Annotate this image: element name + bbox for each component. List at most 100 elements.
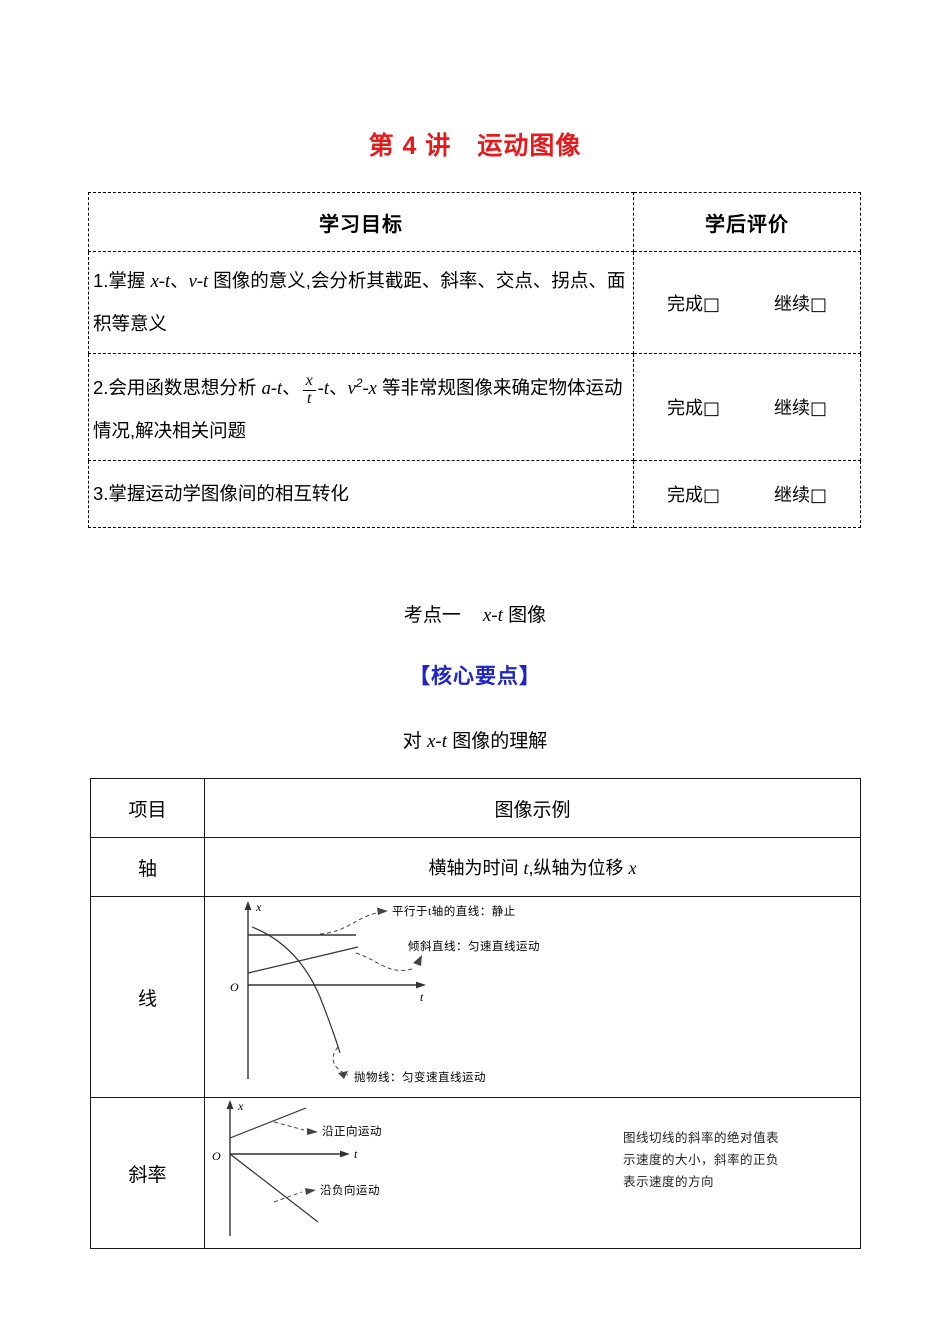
- evaluation-cell-2: 完成□ 继续□: [633, 352, 861, 462]
- x-axis-arrow-icon: [244, 901, 251, 910]
- understand-heading: 对 x-t 图像的理解: [0, 726, 950, 753]
- xt-line-diagram: x t O 平行于t轴的直线：静止: [230, 900, 540, 1084]
- callout-arrow-1-icon: [376, 907, 388, 915]
- goal-2-post: 等非常规图像来确定物体运动情况,解决相关问题: [93, 377, 623, 442]
- core-points-heading: 【核心要点】: [409, 665, 541, 688]
- callout-line-1: [319, 912, 376, 935]
- checkbox-icon: □: [809, 398, 827, 420]
- kaodian-label: 考点一: [403, 605, 461, 626]
- callout-arrow-2-icon: [412, 955, 422, 966]
- annotation-static: 平行于t轴的直线：静止: [392, 904, 516, 918]
- callout-arrow-negative-icon: [304, 1188, 316, 1195]
- goal-1-sep: 、: [170, 270, 189, 291]
- callout-line-3: [332, 1046, 348, 1076]
- checkbox-icon: □: [702, 485, 720, 507]
- checkbox-icon: □: [702, 293, 720, 315]
- row-label-line: 线: [90, 896, 205, 1098]
- understand-pre: 对: [402, 731, 427, 752]
- goal-2-symbol-minus-t: -t: [317, 379, 330, 400]
- t-axis-arrow-icon: [339, 1150, 350, 1158]
- goal-2-exponent: 2: [355, 376, 363, 390]
- continue-label-2: 继续: [773, 398, 810, 419]
- goal-2-symbol-v: v: [347, 379, 356, 400]
- x-axis-label: x: [255, 900, 262, 914]
- continue-checkbox-2[interactable]: 继续□: [774, 394, 827, 420]
- callout-arrow-3-icon: [337, 1071, 348, 1079]
- continue-checkbox-1[interactable]: 继续□: [774, 290, 827, 316]
- annotation-negative-direction: 沿负向运动: [320, 1183, 380, 1197]
- slope-diagram-cell: x t O 沿正向运动: [204, 1097, 861, 1249]
- fraction-denominator: t: [302, 389, 316, 408]
- goal-2-sep2: 、: [329, 377, 348, 399]
- continue-label-3: 继续: [773, 485, 810, 506]
- table-row-axis: 轴 横轴为时间 t,纵轴为位移 x: [90, 837, 861, 897]
- table-header-row: 项目 图像示例: [90, 778, 861, 838]
- page-title: 第 4 讲运动图像: [0, 126, 950, 162]
- fraction-numerator: x: [305, 372, 313, 390]
- done-checkbox-3[interactable]: 完成□: [667, 481, 720, 507]
- done-checkbox-1[interactable]: 完成□: [667, 290, 720, 316]
- uniform-velocity-line: [247, 946, 358, 974]
- callout-arrow-positive-icon: [306, 1128, 318, 1135]
- line-diagram-cell: x t O 平行于t轴的直线：静止: [204, 896, 861, 1098]
- goal-2-pre: 2.会用函数思想分析: [93, 377, 262, 399]
- evaluation-cell-3: 完成□ 继续□: [633, 460, 861, 529]
- header-goals: 学习目标: [88, 192, 634, 252]
- origin-label: O: [230, 980, 239, 994]
- slope-note-line-3: 表示速度的方向: [623, 1174, 715, 1189]
- kaodian-topic-suffix: 图像: [502, 605, 547, 626]
- kaodian-heading: 考点一 x-t 图像: [0, 600, 950, 627]
- callout-line-2: [355, 952, 412, 971]
- t-axis-label: t: [420, 990, 424, 1004]
- callout-line-positive: [273, 1121, 304, 1131]
- goal-1-post: 图像的意义,会分析其截距、斜率、交点、拐点、面积等意义: [93, 270, 626, 334]
- understand-post: 图像的理解: [447, 731, 548, 752]
- understand-symbol: x-t: [426, 731, 448, 752]
- negative-direction-line: [229, 1153, 318, 1223]
- annotation-positive-direction: 沿正向运动: [322, 1124, 382, 1138]
- callout-line-negative: [273, 1191, 302, 1203]
- done-label-2: 完成: [666, 398, 703, 419]
- annotation-parabola: 抛物线：匀变速直线运动: [354, 1070, 486, 1084]
- table-row: 3.掌握运动学图像间的相互转化 完成□ 继续□: [88, 460, 861, 529]
- goal-2-symbol-at: a-t: [261, 379, 283, 400]
- line-figure-wrapper: x t O 平行于t轴的直线：静止: [205, 897, 860, 1097]
- table-row-line: 线 x t O: [90, 896, 861, 1098]
- table-row-slope: 斜率 x t O: [90, 1097, 861, 1249]
- axis-symbol-t: t: [523, 858, 529, 878]
- slope-explanation-note: 图线切线的斜率的绝对值表 示速度的大小，斜率的正负 表示速度的方向: [623, 1128, 813, 1194]
- learning-goals-table: 学习目标 学后评价 1.掌握 x-t、v-t 图像的意义,会分析其截距、斜率、交…: [88, 192, 861, 529]
- x-axis-label: x: [237, 1099, 244, 1113]
- goal-2-symbol-minus-x: -x: [362, 379, 377, 400]
- origin-label: O: [212, 1149, 221, 1163]
- header-example: 图像示例: [204, 778, 861, 838]
- header-evaluation: 学后评价: [633, 192, 861, 252]
- goal-1-symbol-vt: v-t: [188, 272, 209, 292]
- axis-desc-mid: ,纵轴为位移: [528, 858, 629, 878]
- goal-1-pre: 1.掌握: [93, 270, 151, 291]
- goal-1-symbol-xt: x-t: [150, 272, 171, 292]
- kaodian-topic-symbol: x-t: [482, 605, 503, 626]
- checkbox-icon: □: [809, 485, 827, 507]
- header-item: 项目: [90, 778, 205, 838]
- title-topic: 运动图像: [477, 132, 582, 160]
- slope-figure-wrapper: x t O 沿正向运动: [205, 1098, 860, 1248]
- annotation-uniform: 倾斜直线：匀速直线运动: [408, 939, 540, 953]
- x-axis-arrow-icon: [226, 1100, 233, 1109]
- axis-symbol-x: x: [628, 858, 637, 878]
- goal-2-sep1: 、: [282, 377, 301, 399]
- done-checkbox-2[interactable]: 完成□: [667, 394, 720, 420]
- row-label-axis: 轴: [90, 837, 205, 897]
- table-header-row: 学习目标 学后评价: [88, 192, 861, 252]
- axis-desc-pre: 横轴为时间: [428, 858, 524, 878]
- title-lecture-number: 第 4 讲: [368, 132, 452, 160]
- goal-item-1: 1.掌握 x-t、v-t 图像的意义,会分析其截距、斜率、交点、拐点、面积等意义: [88, 251, 634, 354]
- continue-checkbox-3[interactable]: 继续□: [774, 481, 827, 507]
- slope-note-line-1: 图线切线的斜率的绝对值表: [623, 1131, 780, 1145]
- checkbox-icon: □: [809, 293, 827, 315]
- checkbox-icon: □: [702, 398, 720, 420]
- t-axis-label: t: [354, 1147, 358, 1161]
